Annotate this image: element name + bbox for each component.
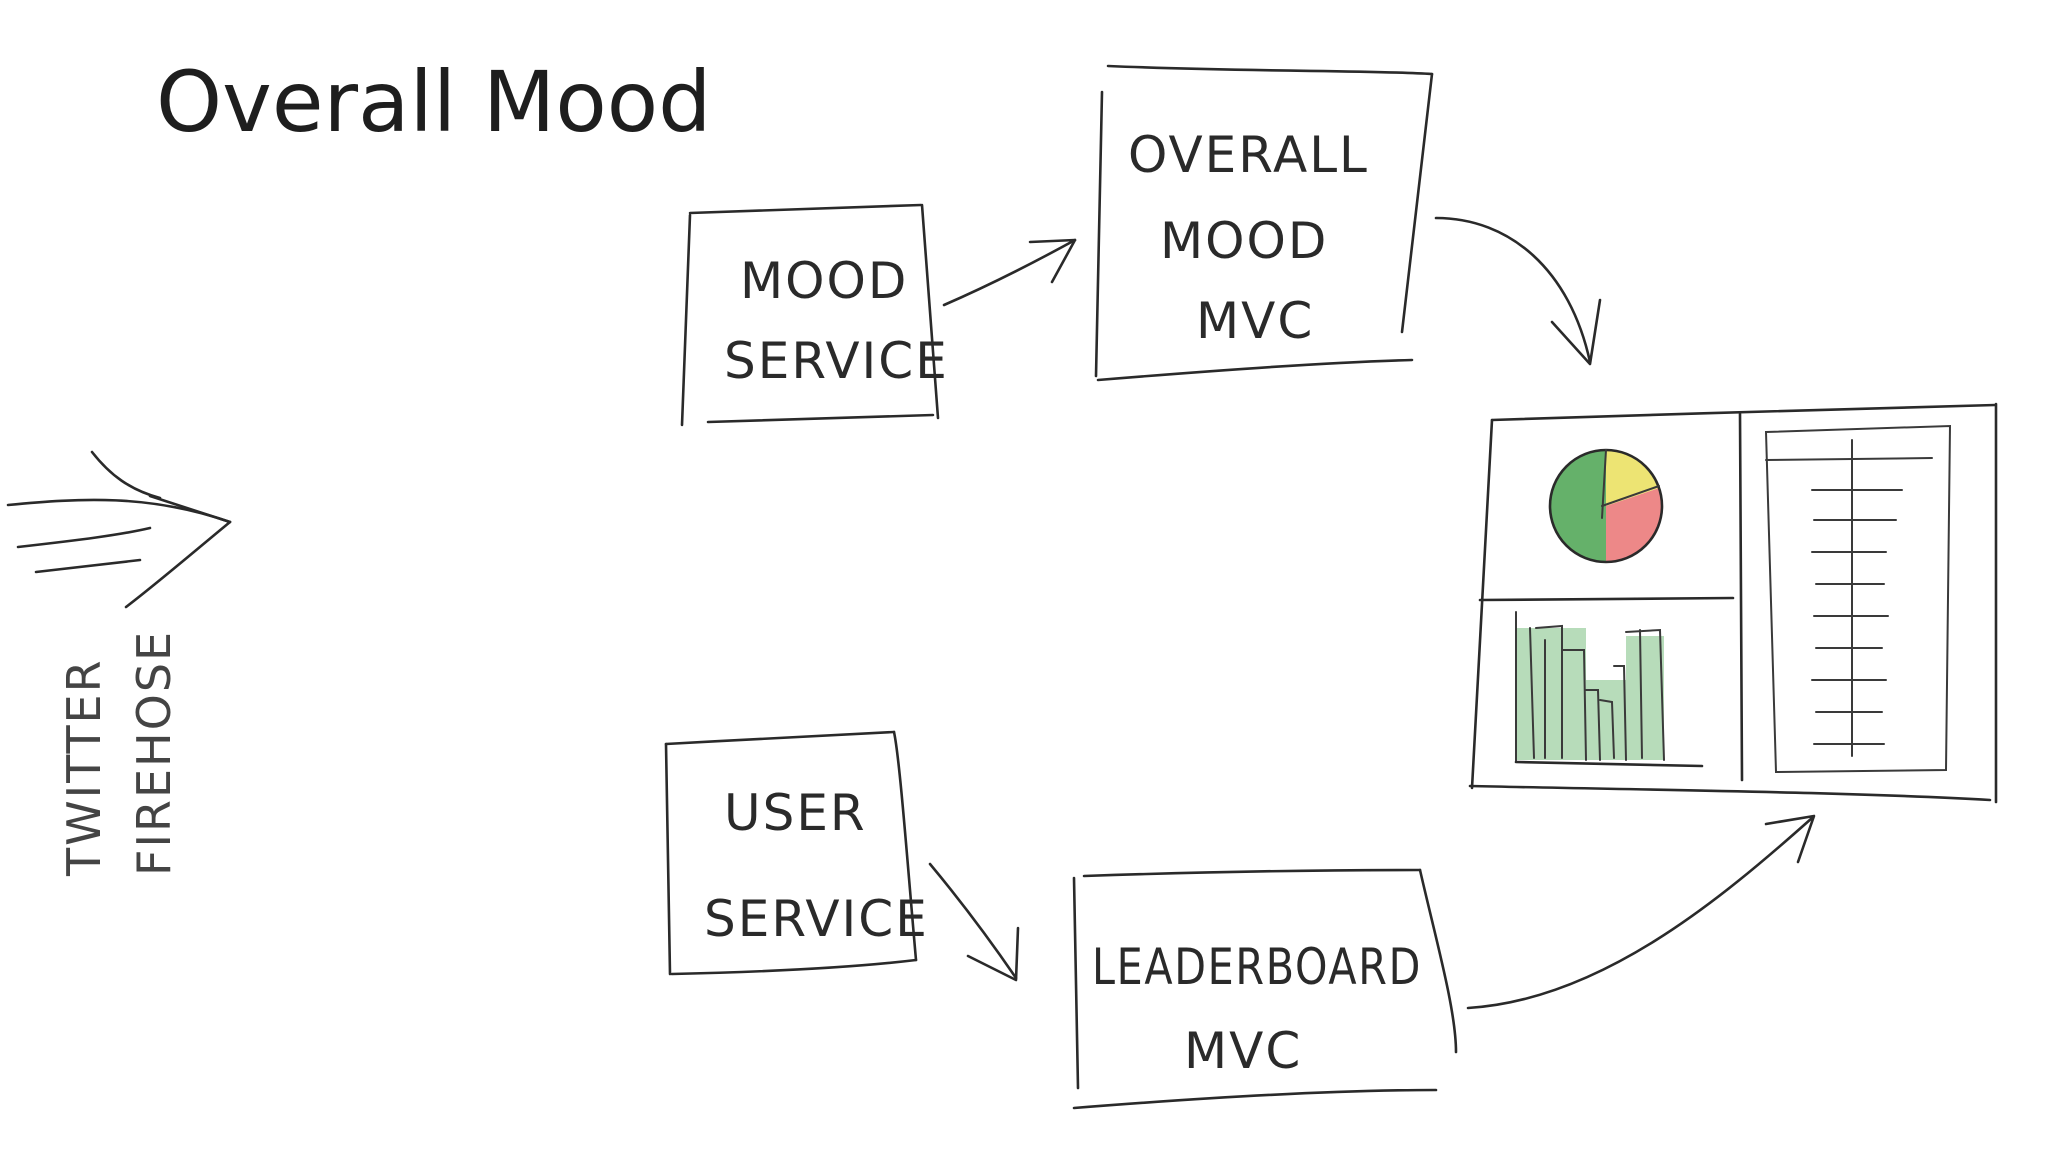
mood-service-line1: MOOD (740, 252, 908, 310)
user-service-line2: SERVICE (704, 890, 929, 948)
firehose-label-line1: TWITTER (57, 658, 111, 877)
mood-service-box: MOOD SERVICE (680, 203, 949, 427)
overall-mood-mvc-line3: MVC (1196, 292, 1314, 350)
pie-chart-icon (1548, 448, 1664, 564)
leaderboard-list-icon (1764, 424, 1952, 774)
user-service-line1: USER (724, 784, 867, 842)
firehose-arrow-icon (6, 450, 232, 609)
leaderboard-mvc-line1: LEADERBOARD (1092, 938, 1422, 996)
arrow-user-to-leaderboard-icon (928, 862, 1020, 982)
arrow-overall-to-dashboard-icon (1434, 216, 1602, 366)
arrow-leaderboard-to-dashboard-icon (1466, 814, 1816, 1010)
overall-mood-mvc-line1: OVERALL (1128, 126, 1369, 184)
slide-title: Overall Mood (156, 53, 712, 151)
overall-mood-mvc-box: OVERALL MOOD MVC (1094, 64, 1434, 382)
dashboard-sketch (1468, 402, 1998, 804)
leaderboard-mvc-box: LEADERBOARD MVC (1072, 868, 1458, 1110)
firehose-label-line2: FIREHOSE (127, 630, 181, 876)
leaderboard-mvc-line2: MVC (1184, 1022, 1302, 1080)
user-service-box: USER SERVICE (664, 730, 929, 976)
overall-mood-mvc-line2: MOOD (1160, 212, 1328, 270)
mood-service-line2: SERVICE (724, 332, 949, 390)
arrow-mood-to-overall-icon (942, 238, 1077, 307)
bar-chart-icon (1514, 611, 1704, 768)
